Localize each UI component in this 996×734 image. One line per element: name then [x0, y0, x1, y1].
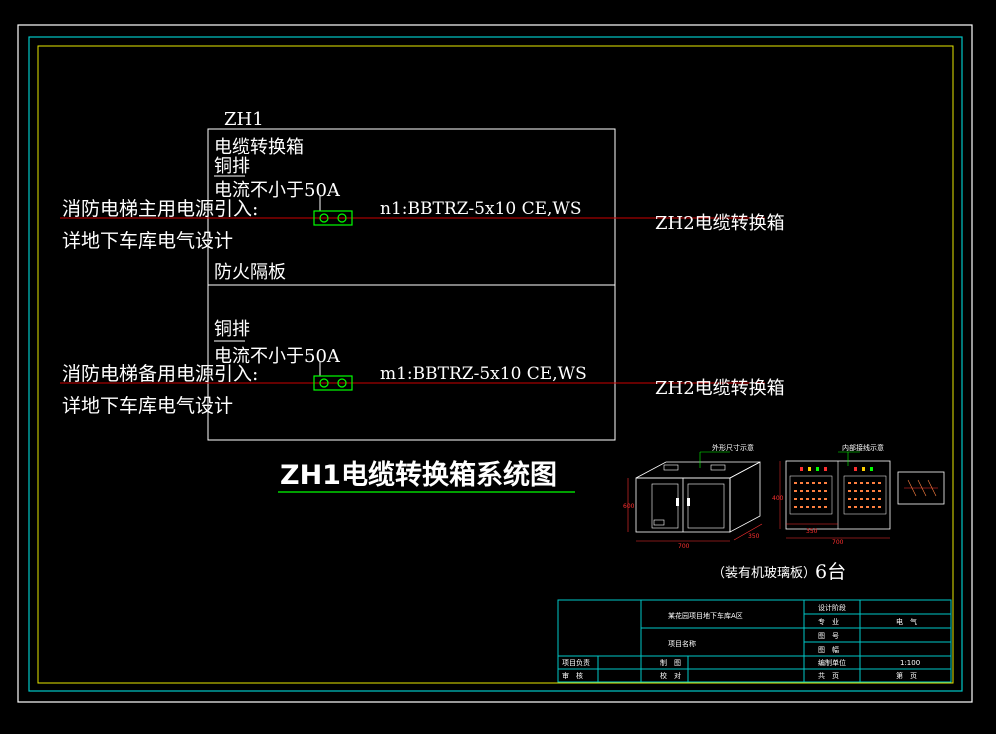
tb-reviewer: 审 核 [562, 671, 583, 680]
backup-terminal-2 [337, 378, 347, 388]
middle-frame [28, 36, 963, 692]
dim-panel-height: 400 [772, 495, 784, 502]
tb-discipline-label: 专 业 [818, 617, 839, 626]
dim-width: 700 [678, 543, 690, 550]
tb-design-unit-value: 1:100 [900, 659, 920, 667]
main-target-label: ZH2电缆转换箱 [655, 213, 785, 234]
tb-design-unit-label: 编制单位 [818, 658, 846, 667]
tb-sheet-label: 图 幅 [818, 645, 839, 654]
cabinet-quantity: 6台 [815, 561, 846, 583]
callout-right: 内部接线示意 [842, 443, 884, 452]
backup-current-label: 电流不小于50A [214, 346, 341, 367]
tb-total-pages: 共 页 [818, 671, 839, 680]
tb-project-label: 项目名称 [668, 639, 696, 648]
tb-drawn-label: 制 图 [660, 658, 681, 667]
main-terminal-block [313, 210, 353, 226]
tb-drawing-no-label: 图 号 [818, 632, 839, 640]
tb-discipline-value: 电 气 [896, 617, 917, 626]
cabinet-3d-view [627, 451, 763, 542]
backup-busbar-label: 铜排 [214, 319, 250, 340]
backup-source-label: 消防电梯备用电源引入: [62, 363, 258, 385]
tb-page-no: 第 页 [896, 671, 917, 680]
busbar-label: 铜排 [214, 156, 250, 177]
wiring-detail [897, 471, 945, 505]
tb-checker: 校 对 [660, 671, 681, 680]
terminal-grid-right [848, 482, 881, 508]
tb-design-stage: 设计阶段 [818, 603, 846, 612]
backup-terminal-1 [319, 378, 329, 388]
tb-project-name: 某花园项目地下车库A区 [668, 611, 743, 620]
backup-cable-spec: m1:BBTRZ-5x10 CE,WS [380, 364, 587, 384]
callout-left: 外形尺寸示意 [712, 443, 754, 452]
inner-frame [37, 45, 954, 684]
dim-height: 600 [623, 503, 635, 510]
diagram-title: ZH1电缆转换箱系统图 [280, 459, 557, 491]
dim-total: 700 [832, 539, 844, 546]
main-source-label: 消防电梯主用电源引入: [62, 198, 258, 220]
main-terminal-1 [319, 213, 329, 223]
title-block [557, 599, 952, 683]
current-label: 电流不小于50A [214, 180, 341, 201]
terminal-grid-left [794, 482, 827, 508]
outer-frame [17, 24, 973, 703]
dim-depth: 350 [748, 533, 760, 540]
box-title: 电缆转换箱 [214, 137, 304, 158]
main-terminal-2 [337, 213, 347, 223]
box-label: ZH1 [224, 109, 264, 130]
main-source-ref: 详地下车库电气设计 [62, 230, 233, 252]
main-cable-spec: n1:BBTRZ-5x10 CE,WS [380, 199, 582, 219]
backup-source-ref: 详地下车库电气设计 [62, 395, 233, 417]
dim-panel-width: 350 [806, 528, 818, 535]
backup-terminal-block [313, 375, 353, 391]
tb-project-lead: 项目负责 [562, 658, 590, 667]
fire-partition-label: 防火隔板 [214, 262, 286, 283]
cabinet-front-panel [779, 451, 891, 539]
backup-target-label: ZH2电缆转换箱 [655, 378, 785, 399]
cabinet-note: （装有机玻璃板） [712, 566, 816, 581]
